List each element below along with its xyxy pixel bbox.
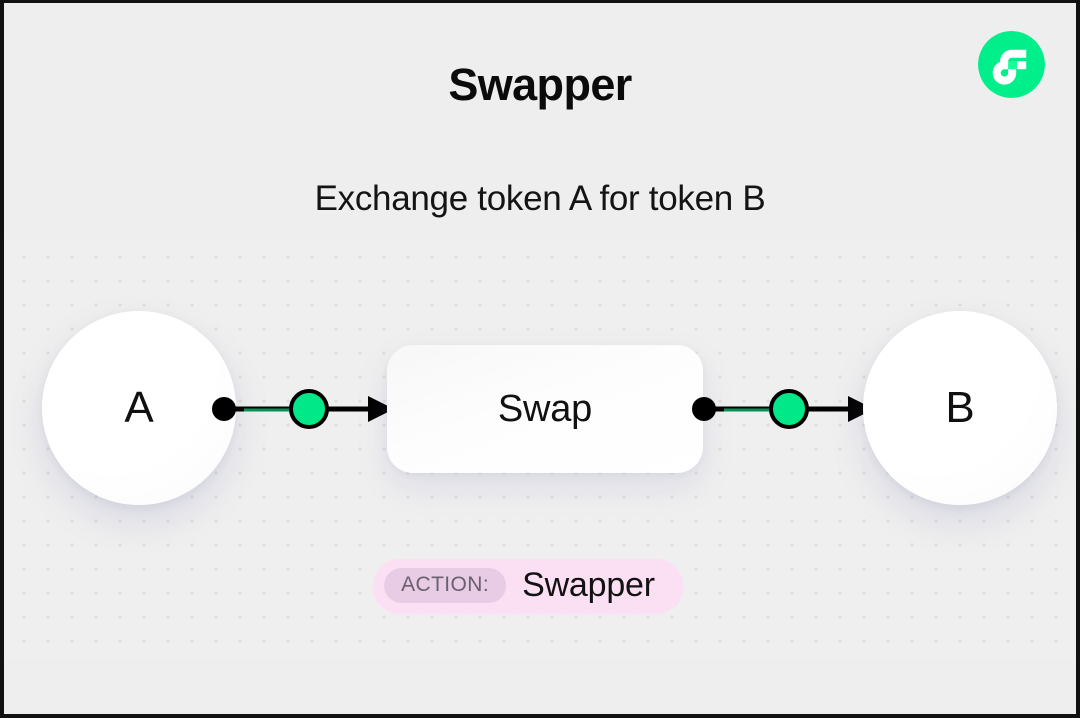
token-node-b-label: B	[945, 383, 975, 432]
page-title: Swapper	[448, 59, 632, 110]
connector-start-dot	[692, 397, 716, 421]
diagram-canvas: A Swap	[4, 239, 1076, 659]
connector-mid-dot	[289, 389, 329, 429]
connector-mid-dot	[769, 389, 809, 429]
page-canvas: Swapper Exchange token A for token B A S…	[4, 3, 1076, 714]
action-box-swap-label: Swap	[497, 387, 593, 430]
connector-start-dot	[212, 397, 236, 421]
connector-arrow-icon	[368, 396, 394, 422]
action-badge-key: ACTION:	[384, 568, 507, 603]
token-node-a-label: A	[124, 383, 154, 432]
connector-arrow-icon	[848, 396, 874, 422]
connector-token-a-to-swap[interactable]	[208, 385, 394, 433]
page-subtitle: Exchange token A for token B	[314, 179, 766, 218]
action-badge[interactable]: ACTION: Swapper	[373, 559, 683, 614]
flow-logo-icon[interactable]	[978, 31, 1045, 98]
token-node-a[interactable]: A	[42, 311, 236, 505]
action-box-swap[interactable]: Swap	[387, 345, 703, 473]
connector-swap-to-token-b[interactable]	[688, 385, 874, 433]
action-badge-value: Swapper	[522, 566, 655, 604]
token-node-b[interactable]: B	[863, 311, 1057, 505]
